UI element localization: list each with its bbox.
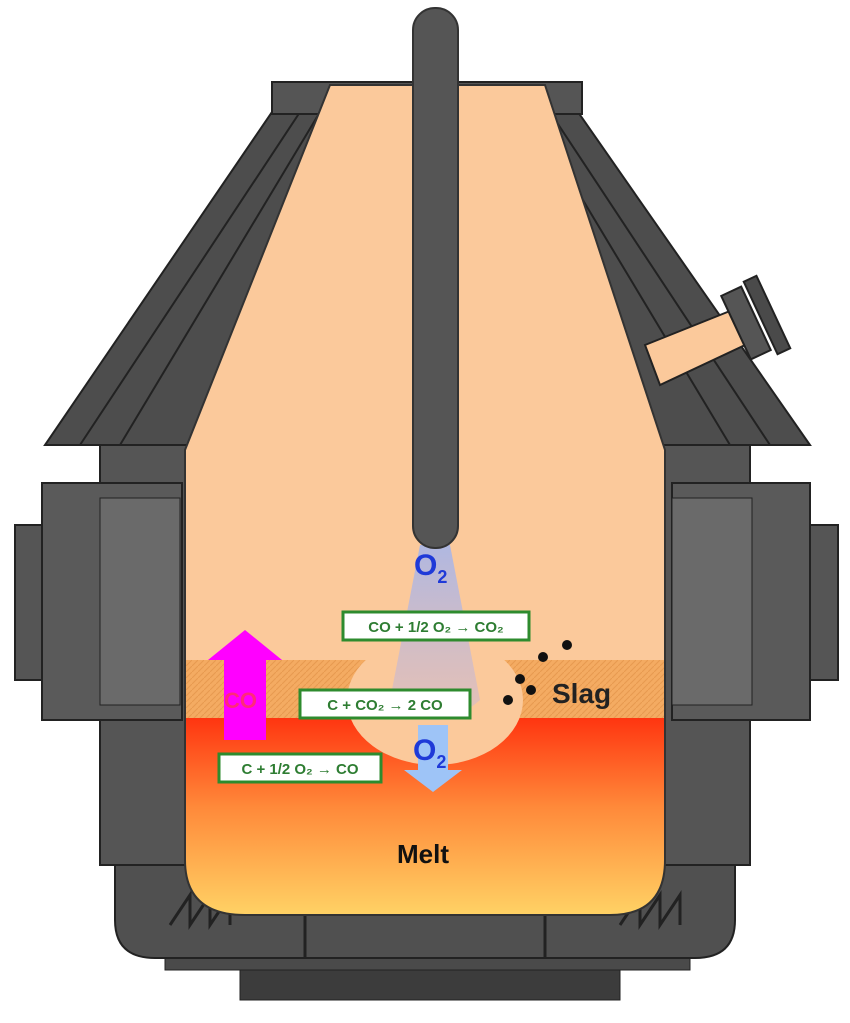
equation-c-to-co: C + 1/2 O₂ → CO bbox=[217, 752, 383, 784]
melt-label: Melt bbox=[397, 839, 449, 869]
slag-droplets bbox=[503, 640, 572, 705]
co-label: CO bbox=[224, 688, 257, 713]
slag-label: Slag bbox=[552, 678, 611, 709]
svg-text:CO + 1/2 O₂ → CO₂: CO + 1/2 O₂ → CO₂ bbox=[368, 619, 503, 636]
trunnion-left bbox=[14, 482, 183, 721]
svg-text:C + 1/2 O₂ → CO: C + 1/2 O₂ → CO bbox=[241, 761, 358, 778]
o2-label-top: O2 bbox=[414, 549, 447, 587]
o2-down-arrow bbox=[404, 725, 462, 792]
o2-label-bottom: O2 bbox=[413, 734, 446, 772]
equation-co-to-co2: CO + 1/2 O₂ → CO₂ bbox=[341, 610, 531, 642]
trunnion-right bbox=[671, 482, 839, 721]
co-up-arrow bbox=[208, 630, 282, 740]
svg-text:C + CO₂ → 2 CO: C + CO₂ → 2 CO bbox=[327, 697, 443, 714]
tap-hole bbox=[643, 274, 792, 387]
equation-boudouard: C + CO₂ → 2 CO bbox=[298, 688, 472, 720]
oxygen-lance bbox=[412, 7, 459, 549]
